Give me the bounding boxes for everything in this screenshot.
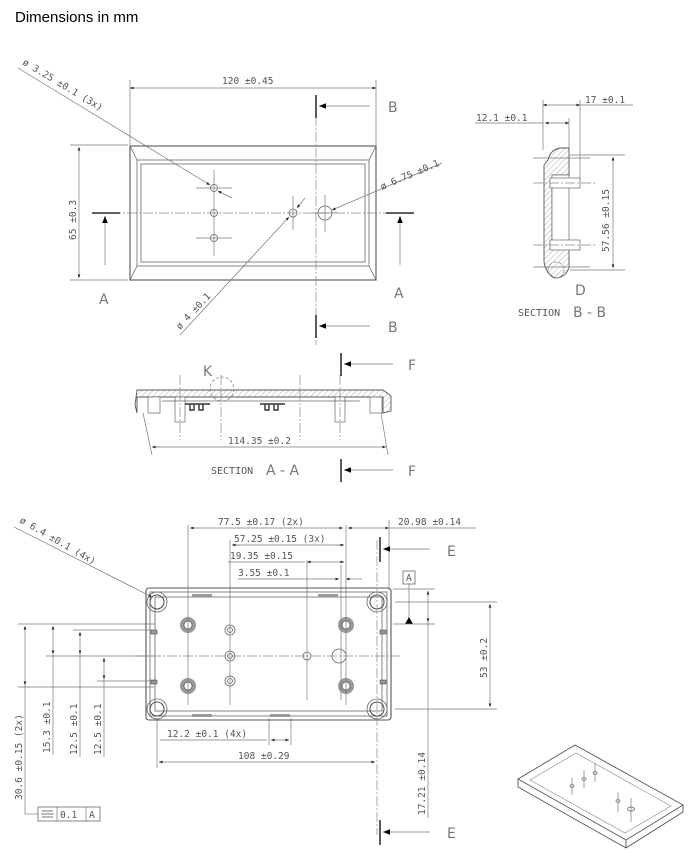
datum-a-label: A — [406, 573, 412, 584]
section-a-right-label: A — [394, 286, 404, 302]
section-aa-caption: SECTION — [211, 466, 253, 477]
dim-15-3: 15.3 ±0.1 — [42, 701, 53, 753]
dim-12-2: 12.2 ±0.1 (4x) — [167, 729, 247, 740]
dim-53: 53 ±0.2 — [479, 638, 490, 678]
section-b-bottom-label: B — [388, 320, 398, 336]
dim-12-5-a: 12.5 ±0.1 — [69, 703, 80, 755]
dim-57-56: 57.56 ±0.15 — [601, 189, 612, 252]
section-aa: K 114.35 ±0.2 SECTION A - A F F — [134, 353, 416, 482]
dim-3-55: 3.55 ±0.1 — [238, 568, 290, 579]
top-view: 120 ±0.45 65 ±0.3 — [17, 57, 443, 345]
detail-d-label: D — [575, 283, 586, 299]
hole-mid-dimension: ø 4 ±0.1 — [174, 291, 213, 332]
dim-57-25: 57.25 ±0.15 (3x) — [234, 534, 326, 545]
section-aa-letters: A - A — [266, 463, 300, 479]
section-e-top-label: E — [447, 544, 456, 560]
dim-114-35: 114.35 ±0.2 — [228, 436, 291, 447]
height-dimension: 65 ±0.3 — [68, 200, 79, 240]
tolerance-frame: 0.1 A — [37, 806, 101, 822]
hole-mid-icon — [288, 196, 298, 230]
dim-77-5: 77.5 ±0.17 (2x) — [218, 517, 304, 528]
dim-19-35: 19.35 ±0.15 — [230, 551, 293, 562]
dim-108: 108 ±0.29 — [238, 751, 290, 762]
width-dimension: 120 ±0.45 — [222, 76, 273, 87]
tolerance-datum: A — [89, 810, 95, 821]
section-a-left-label: A — [99, 292, 109, 308]
dim-20-98: 20.98 ±0.14 — [398, 517, 461, 528]
page-title: Dimensions in mm — [15, 9, 139, 26]
section-f-bottom-label: F — [408, 464, 416, 480]
hole-large-icon — [312, 195, 338, 232]
hole-large-dimension: ø 6.75 ±0.1 — [379, 158, 441, 193]
section-bb: 17 ±0.1 12.1 ±0.1 57.56 ±0.15 D SECTION … — [475, 95, 633, 321]
hole-small-icon — [196, 170, 232, 256]
section-bb-letters: B - B — [573, 305, 606, 321]
corner-boss-icon — [146, 591, 388, 720]
dim-17-21: 17.21 ±0.14 — [417, 752, 428, 815]
tolerance-value: 0.1 — [60, 810, 77, 821]
hole-small-dimension: ø 3.25 ±0.1 (3x) — [20, 57, 104, 114]
section-b-top-label: B — [388, 100, 398, 116]
screw-post-icon — [180, 617, 354, 694]
section-f-top-label: F — [408, 358, 416, 374]
isometric-view — [517, 744, 684, 849]
boss-diameter-dimension: ø 6.4 ±0.1 (4x) — [18, 515, 98, 567]
symmetry-icon — [41, 810, 54, 818]
detail-k-label: K — [203, 364, 213, 380]
dim-12-5-b: 12.5 ±0.1 — [93, 703, 104, 755]
dim-30-6: 30.6 ±0.15 (2x) — [14, 714, 25, 800]
section-bb-caption: SECTION — [518, 308, 560, 319]
dim-12-1: 12.1 ±0.1 — [476, 113, 528, 124]
section-e-bottom-label: E — [447, 826, 456, 842]
bottom-view: 77.5 ±0.17 (2x) 20.98 ±0.14 57.25 ±0.15 … — [13, 515, 497, 845]
dim-17: 17 ±0.1 — [585, 95, 625, 106]
